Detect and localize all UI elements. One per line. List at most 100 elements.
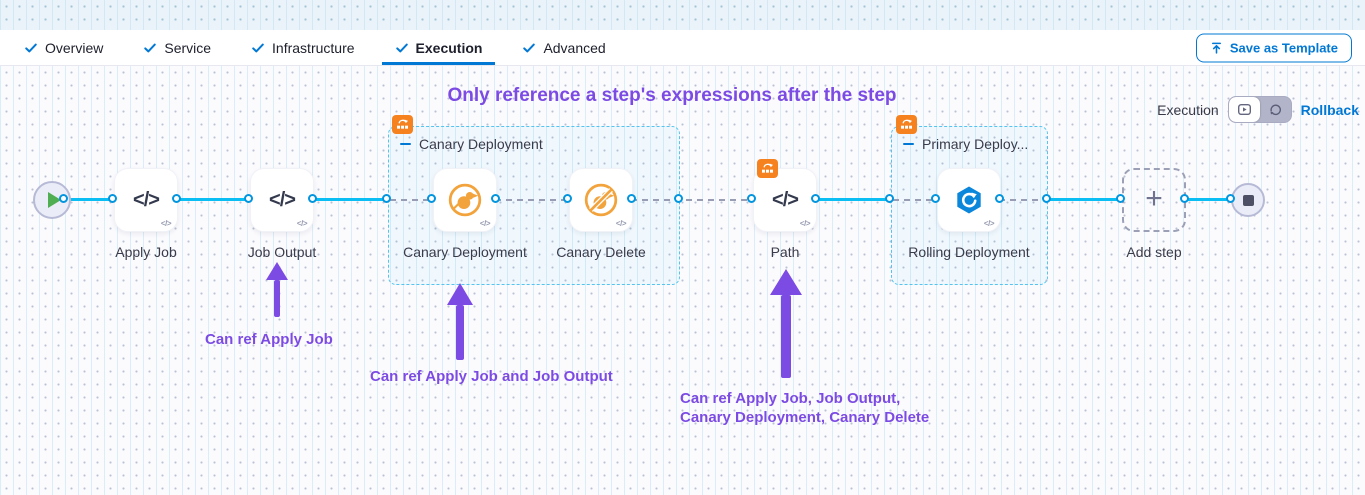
- connector-line: [1046, 198, 1124, 201]
- connector-line-dashed: [495, 199, 571, 201]
- rollback-link[interactable]: Rollback: [1300, 101, 1359, 118]
- step-card-apply-job[interactable]: </> </>: [114, 168, 178, 232]
- stage-tabs: Overview Service Infrastructure Executio…: [4, 30, 626, 65]
- code-badge-icon: </>: [296, 219, 308, 228]
- connector-port: [382, 194, 391, 203]
- tab-label: Execution: [415, 39, 483, 56]
- check-icon: [522, 41, 536, 55]
- step-card-path[interactable]: </> </>: [753, 168, 817, 232]
- connector-port: [108, 194, 117, 203]
- connector-port: [995, 194, 1004, 203]
- rollout-strategy-icon: [392, 115, 413, 134]
- connector-port: [674, 194, 683, 203]
- plus-icon: +: [1145, 181, 1163, 215]
- pipeline-canvas[interactable]: Only reference a step's expressions afte…: [0, 66, 1365, 495]
- check-icon: [143, 41, 157, 55]
- step-label-canary-deployment: Canary Deployment: [403, 244, 527, 260]
- connector-line: [815, 198, 893, 201]
- pipeline-end-node: [1231, 183, 1265, 217]
- connector-port: [308, 194, 317, 203]
- execution-rollback-switch: Execution Rollback: [1157, 96, 1359, 123]
- tab-advanced[interactable]: Advanced: [509, 30, 618, 65]
- canary-bird-icon: [447, 182, 483, 218]
- tab-infrastructure[interactable]: Infrastructure: [238, 30, 367, 65]
- execution-toggle-button[interactable]: [1228, 97, 1260, 122]
- rollback-view-icon: [1268, 102, 1283, 117]
- step-label-add-step: Add step: [1126, 244, 1182, 260]
- save-as-template-label: Save as Template: [1229, 40, 1338, 55]
- connector-port: [1042, 194, 1051, 203]
- play-icon: [47, 192, 61, 208]
- annotation-arrow-canary-deployment: [447, 283, 473, 360]
- connector-line: [312, 198, 390, 201]
- code-badge-icon: </>: [983, 219, 995, 228]
- connector-line-dashed: [893, 199, 939, 201]
- connector-port: [1116, 194, 1125, 203]
- connector-port: [563, 194, 572, 203]
- add-step-button[interactable]: +: [1122, 168, 1186, 232]
- connector-port: [1226, 194, 1235, 203]
- canary-delete-icon: [583, 182, 619, 218]
- step-label-path: Path: [770, 244, 800, 260]
- connector-port: [811, 194, 820, 203]
- connector-line: [1184, 198, 1234, 201]
- annotation-ref-all-steps: Can ref Apply Job, Job Output, Canary De…: [680, 390, 930, 426]
- rollback-toggle-button[interactable]: [1260, 97, 1291, 122]
- annotation-ref-apply-job-and-output: Can ref Apply Job and Job Output: [370, 368, 613, 385]
- step-label-canary-delete: Canary Delete: [556, 244, 646, 260]
- shell-script-icon: </>: [133, 188, 160, 211]
- step-label-apply-job: Apply Job: [115, 244, 177, 260]
- tab-label: Overview: [45, 39, 104, 56]
- tab-label: Infrastructure: [272, 39, 355, 56]
- canvas-top-strip: [0, 0, 1365, 30]
- annotation-ref-apply-job: Can ref Apply Job: [205, 331, 333, 348]
- step-card-rolling-deployment[interactable]: </>: [937, 168, 1001, 232]
- upload-icon: [1210, 41, 1223, 54]
- execution-rollback-toggle: [1227, 96, 1292, 123]
- group-title: Primary Deploy...: [922, 136, 1029, 152]
- step-card-job-output[interactable]: </> </>: [250, 168, 314, 232]
- code-badge-icon: </>: [799, 219, 811, 228]
- rollout-strategy-icon: [896, 115, 917, 134]
- connector-port: [244, 194, 253, 203]
- rolling-deployment-hexagon-icon: [952, 183, 986, 217]
- connector-line-dashed: [999, 199, 1050, 201]
- shell-script-icon: </>: [269, 188, 296, 211]
- check-icon: [24, 41, 38, 55]
- canvas-heading: Only reference a step's expressions afte…: [447, 85, 897, 106]
- connector-port: [172, 194, 181, 203]
- collapse-icon[interactable]: [903, 142, 914, 146]
- group-title: Canary Deployment: [419, 136, 543, 152]
- code-badge-icon: </>: [479, 219, 491, 228]
- check-icon: [395, 41, 409, 55]
- rollout-strategy-icon: [757, 159, 778, 178]
- annotation-arrow-job-output: [266, 262, 288, 317]
- tab-label: Service: [164, 39, 212, 56]
- connector-port: [59, 194, 68, 203]
- step-card-canary-deployment[interactable]: </>: [433, 168, 497, 232]
- connector-port: [427, 194, 436, 203]
- group-header: Canary Deployment: [389, 127, 679, 152]
- stage-tab-bar: Overview Service Infrastructure Executio…: [0, 30, 1365, 66]
- tab-execution[interactable]: Execution: [381, 30, 496, 65]
- shell-script-icon: </>: [772, 188, 799, 211]
- execution-mode-label: Execution: [1157, 101, 1219, 118]
- connector-line-dashed: [631, 199, 755, 201]
- group-header: Primary Deploy...: [892, 127, 1047, 152]
- tab-overview[interactable]: Overview: [11, 30, 116, 65]
- step-label-job-output: Job Output: [247, 244, 317, 260]
- connector-line: [69, 198, 116, 201]
- step-label-rolling-deployment: Rolling Deployment: [908, 244, 1030, 260]
- connector-line: [176, 198, 252, 201]
- tab-service[interactable]: Service: [130, 30, 224, 65]
- connector-port: [747, 194, 756, 203]
- step-card-canary-delete[interactable]: </>: [569, 168, 633, 232]
- code-badge-icon: </>: [615, 219, 627, 228]
- annotation-arrow-path: [770, 269, 802, 378]
- connector-port: [627, 194, 636, 203]
- collapse-icon[interactable]: [400, 142, 411, 146]
- connector-port: [491, 194, 500, 203]
- connector-port: [931, 194, 940, 203]
- save-as-template-button[interactable]: Save as Template: [1195, 33, 1352, 62]
